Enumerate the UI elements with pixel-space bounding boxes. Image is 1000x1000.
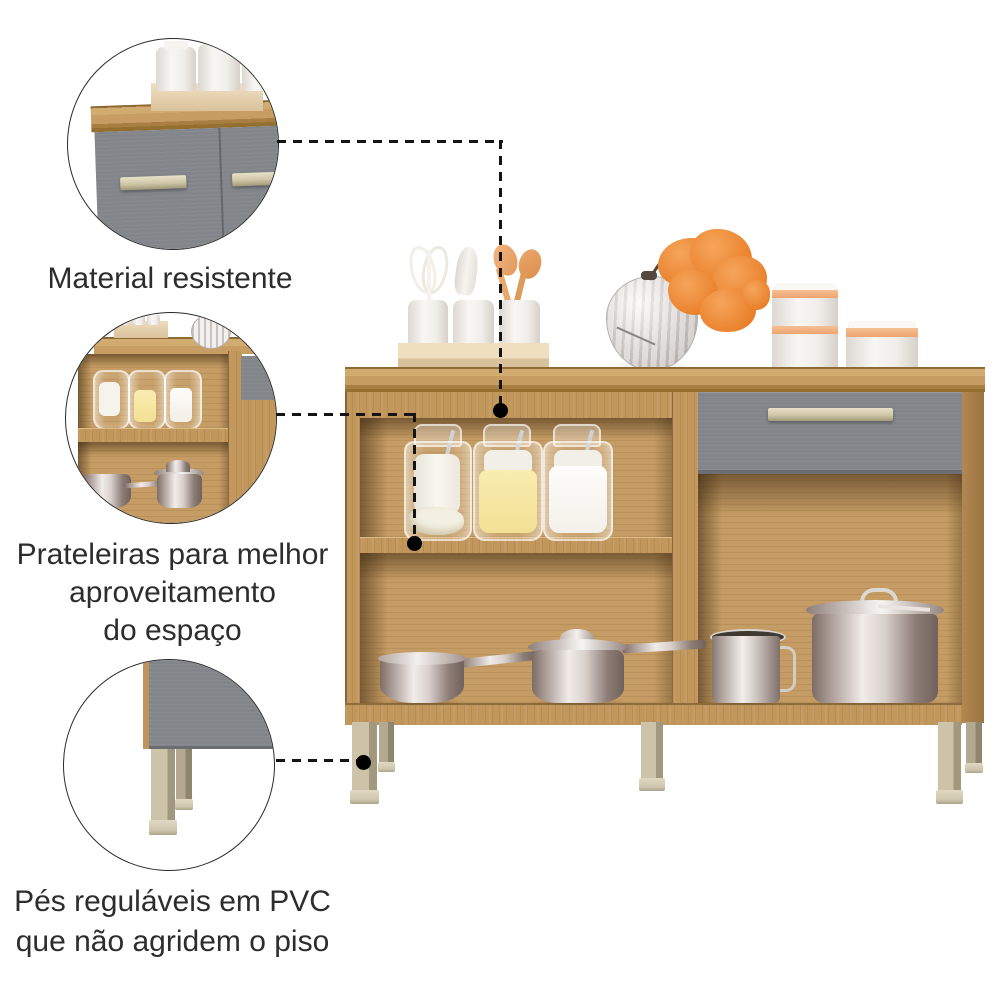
milk-canister	[242, 51, 276, 91]
pvc-foot-back	[176, 749, 192, 801]
leg-foot	[639, 778, 665, 791]
canister-body	[846, 337, 918, 370]
feature-label-material: Material resistente	[47, 262, 293, 295]
leader-line-feet-h	[276, 759, 358, 762]
cabinet-top-board	[345, 367, 985, 392]
jar-content-yellow	[134, 390, 156, 422]
canister-lid	[774, 283, 836, 291]
leg-back-right	[966, 722, 982, 765]
jar-content-white	[414, 454, 460, 514]
mini-jar	[147, 314, 160, 325]
mini-glass-jar	[128, 370, 166, 430]
drawer-front	[698, 392, 962, 474]
leader-line-material-h	[277, 140, 503, 143]
wooden-spoon-head	[489, 241, 522, 279]
whisk-icon	[409, 245, 449, 302]
jar-content-milk	[170, 388, 192, 422]
canister-stack-bottom	[772, 326, 838, 369]
leg-front-right	[938, 722, 961, 792]
jug-wire-handle	[778, 646, 796, 692]
drawer-handle	[768, 408, 893, 421]
canister-stack-top	[772, 283, 838, 326]
cabinet-right-side	[962, 392, 984, 723]
label-line: que não agridem o piso	[15, 925, 330, 958]
feature-label-shelves: Prateleiras para melhor aproveitamento d…	[0, 536, 345, 650]
mini-vase	[191, 314, 231, 349]
jar-content-yellow	[479, 470, 537, 533]
wood-edge-strip	[143, 660, 149, 749]
center-divider	[672, 392, 700, 703]
canister-lid	[848, 321, 916, 329]
label-line: aproveitamento	[69, 576, 276, 609]
callout-circle-shelves	[65, 312, 277, 524]
foliage	[742, 280, 770, 310]
mini-divider	[228, 351, 242, 523]
utensil-tray	[398, 343, 549, 369]
mini-tray	[114, 321, 168, 338]
pvc-foot-cap	[175, 799, 193, 810]
leg-foot	[378, 762, 395, 772]
feature-label-feet: Pés reguláveis em PVC que não agridem o …	[0, 882, 345, 962]
mini-pot-knob	[166, 460, 190, 472]
leader-line-shelves-v	[413, 413, 416, 539]
cabinet-bottom-rail	[345, 703, 962, 725]
anchor-dot-feet	[356, 755, 371, 770]
mini-shelf-upper	[78, 354, 228, 430]
canister-single	[846, 321, 918, 370]
mini-jar	[132, 313, 145, 325]
mini-saucepan	[83, 474, 131, 508]
label-line: Pés reguláveis em PVC	[14, 885, 331, 918]
canister-cap	[207, 39, 231, 46]
anchor-dot-shelves	[407, 536, 422, 551]
callout-circle-feet	[63, 659, 275, 871]
vase-neck	[641, 271, 657, 280]
utensil-jar	[499, 300, 540, 346]
gray-door-corner	[149, 660, 274, 749]
jar-content-milk	[549, 466, 607, 533]
milk-canister	[156, 41, 196, 91]
leader-line-shelves-h	[276, 413, 416, 416]
leg-foot	[965, 763, 983, 773]
milk-canister	[198, 39, 240, 91]
pvc-foot-front	[151, 749, 175, 823]
mini-countertop	[94, 337, 276, 354]
mini-pot	[157, 474, 202, 508]
label-line: Prateleiras para melhor	[16, 538, 329, 571]
mini-glass-jar	[164, 370, 202, 430]
anchor-dot-material	[493, 403, 508, 418]
utensil-jar	[408, 300, 448, 346]
mini-right-panel	[241, 400, 276, 523]
stockpot	[812, 614, 938, 703]
leg-center	[641, 722, 663, 780]
leg-foot	[350, 790, 379, 804]
saucepan	[378, 652, 466, 703]
callout-circle-material	[67, 38, 279, 250]
glass-jar	[543, 441, 613, 541]
leg-back-left	[379, 722, 394, 764]
spatula	[453, 245, 480, 297]
pvc-foot-cap	[149, 820, 177, 835]
mini-drawer-corner	[241, 356, 276, 400]
stockpot-lid-loop	[860, 588, 898, 607]
jar-content-popcorn	[408, 507, 464, 535]
pot	[532, 650, 624, 703]
mini-shelf-lower	[78, 442, 228, 523]
mini-pot-lid	[154, 468, 204, 478]
utensil-jar	[453, 300, 494, 346]
jar-content-white	[99, 382, 120, 416]
canister-cap	[164, 41, 188, 49]
canister-body	[772, 334, 838, 369]
saucepan-rim	[378, 652, 466, 665]
canister-band-peach	[772, 326, 838, 334]
glass-jar	[473, 441, 543, 541]
canister-body	[772, 298, 838, 326]
label-line: do espaço	[103, 614, 242, 647]
leg-foot	[936, 790, 963, 804]
canister-band-peach	[846, 328, 918, 337]
leader-line-material-v	[499, 140, 502, 406]
canister-band-peach	[772, 290, 838, 298]
mini-jar	[117, 313, 130, 325]
milk-jug	[712, 636, 780, 703]
